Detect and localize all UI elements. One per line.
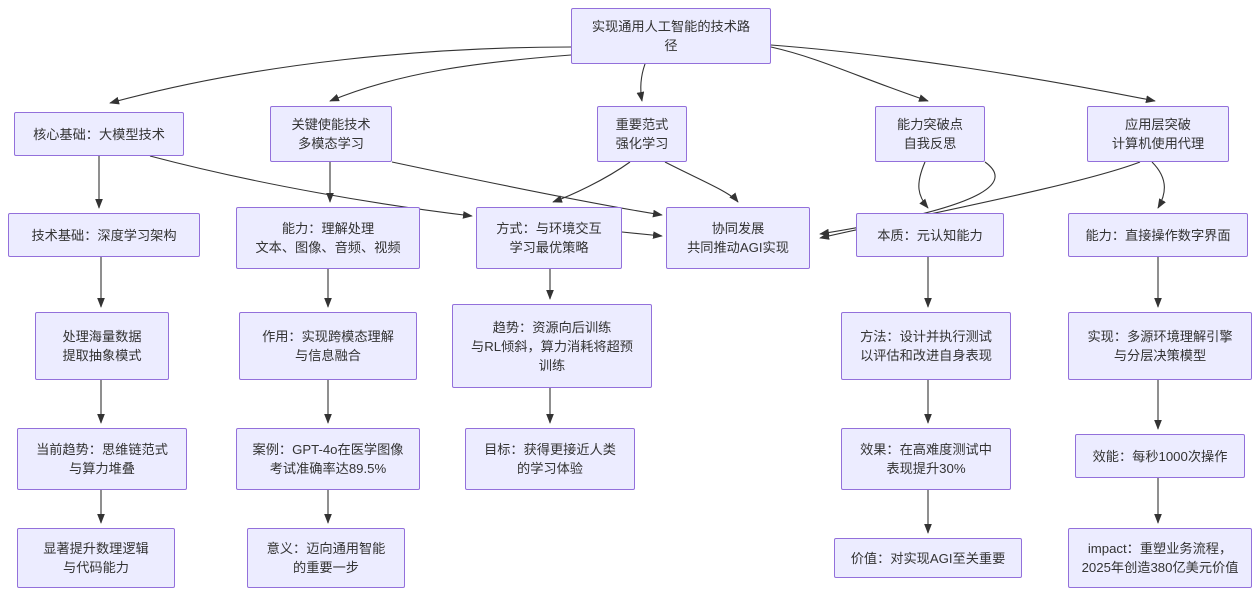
node-d5[interactable]: 实现：多源环境理解引擎 与分层决策模型 [1068, 312, 1252, 380]
node-label: 趋势：资源向后训练 与RL倾斜，算力消耗将超预 训练 [471, 319, 633, 373]
node-c1[interactable]: 技术基础：深度学习架构 [8, 213, 200, 257]
node-label: 方法：设计并执行测试 以评估和改进自身表现 [860, 329, 992, 363]
edge-b3-to-c4 [664, 161, 739, 203]
node-d3[interactable]: 趋势：资源向后训练 与RL倾斜，算力消耗将超预 训练 [452, 304, 652, 388]
edge-b4-to-c5 [918, 161, 929, 209]
node-c3[interactable]: 方式：与环境交互 学习最优策略 [476, 207, 622, 269]
edge-b3-to-c3 [552, 161, 631, 203]
edge-c3-to-c4 [621, 231, 663, 239]
edge-root-to-b2 [329, 54, 572, 102]
edge-root-to-b5 [770, 44, 1156, 104]
node-label: 实现通用人工智能的技术路 径 [591, 19, 751, 53]
edge-b2-to-c4 [391, 161, 663, 218]
node-b1[interactable]: 核心基础：大模型技术 [14, 112, 184, 156]
edge-b5-to-c6 [1151, 161, 1166, 209]
node-label: 效果：在高难度测试中 表现提升30% [860, 442, 992, 476]
node-root[interactable]: 实现通用人工智能的技术路 径 [571, 8, 771, 64]
node-b3[interactable]: 重要范式 强化学习 [597, 106, 687, 162]
node-label: 能力：理解处理 文本、图像、音频、视频 [255, 221, 401, 255]
node-label: 显著提升数理逻辑 与代码能力 [43, 541, 149, 575]
node-b5[interactable]: 应用层突破 计算机使用代理 [1087, 106, 1229, 162]
node-label: 关键使能技术 多模态学习 [291, 117, 371, 151]
node-c4[interactable]: 协同发展 共同推动AGI实现 [666, 207, 810, 269]
node-label: 应用层突破 计算机使用代理 [1111, 117, 1205, 151]
node-d2[interactable]: 作用：实现跨模态理解 与信息融合 [239, 312, 417, 380]
node-d4[interactable]: 方法：设计并执行测试 以评估和改进自身表现 [841, 312, 1011, 380]
node-label: 技术基础：深度学习架构 [31, 227, 177, 243]
node-f3[interactable]: 价值：对实现AGI至关重要 [834, 538, 1022, 578]
node-label: 核心基础：大模型技术 [33, 126, 165, 142]
node-e3[interactable]: 目标：获得更接近人类 的学习体验 [465, 428, 635, 490]
node-label: impact：重塑业务流程， 2025年创造380亿美元价值 [1081, 541, 1239, 575]
edge-root-to-b3 [636, 63, 646, 102]
edge-root-to-b1 [109, 46, 572, 105]
node-label: 案例：GPT-4o在医学图像 考试准确率达89.5% [252, 442, 404, 476]
node-f4[interactable]: impact：重塑业务流程， 2025年创造380亿美元价值 [1068, 528, 1252, 588]
node-label: 当前趋势：思维链范式 与算力堆叠 [36, 442, 168, 476]
node-c2[interactable]: 能力：理解处理 文本、图像、音频、视频 [236, 207, 420, 269]
node-label: 价值：对实现AGI至关重要 [850, 550, 1006, 566]
node-label: 重要范式 强化学习 [615, 117, 669, 151]
node-label: 效能：每秒1000次操作 [1092, 448, 1228, 464]
node-b4[interactable]: 能力突破点 自我反思 [875, 106, 985, 162]
node-label: 处理海量数据 提取抽象模式 [62, 329, 142, 363]
node-e2[interactable]: 案例：GPT-4o在医学图像 考试准确率达89.5% [236, 428, 420, 490]
node-b2[interactable]: 关键使能技术 多模态学习 [270, 106, 392, 162]
node-label: 本质：元认知能力 [877, 227, 983, 243]
node-e4[interactable]: 效果：在高难度测试中 表现提升30% [841, 428, 1011, 490]
edge-root-to-b4 [770, 46, 929, 102]
node-label: 作用：实现跨模态理解 与信息融合 [262, 329, 394, 363]
node-label: 协同发展 共同推动AGI实现 [687, 221, 789, 255]
node-c6[interactable]: 能力：直接操作数字界面 [1068, 213, 1248, 257]
node-c5[interactable]: 本质：元认知能力 [856, 213, 1004, 257]
node-label: 实现：多源环境理解引擎 与分层决策模型 [1087, 329, 1233, 363]
node-e5[interactable]: 效能：每秒1000次操作 [1075, 434, 1245, 478]
node-label: 能力突破点 自我反思 [897, 117, 963, 151]
node-f1[interactable]: 显著提升数理逻辑 与代码能力 [17, 528, 175, 588]
node-d1[interactable]: 处理海量数据 提取抽象模式 [35, 312, 169, 380]
edge-b1-to-c3 [149, 155, 473, 219]
node-label: 能力：直接操作数字界面 [1085, 227, 1231, 243]
node-label: 方式：与环境交互 学习最优策略 [496, 221, 602, 255]
node-label: 目标：获得更接近人类 的学习体验 [484, 442, 616, 476]
node-f2[interactable]: 意义：迈向通用智能 的重要一步 [247, 528, 405, 588]
node-label: 意义：迈向通用智能 的重要一步 [266, 541, 386, 575]
node-e1[interactable]: 当前趋势：思维链范式 与算力堆叠 [17, 428, 187, 490]
